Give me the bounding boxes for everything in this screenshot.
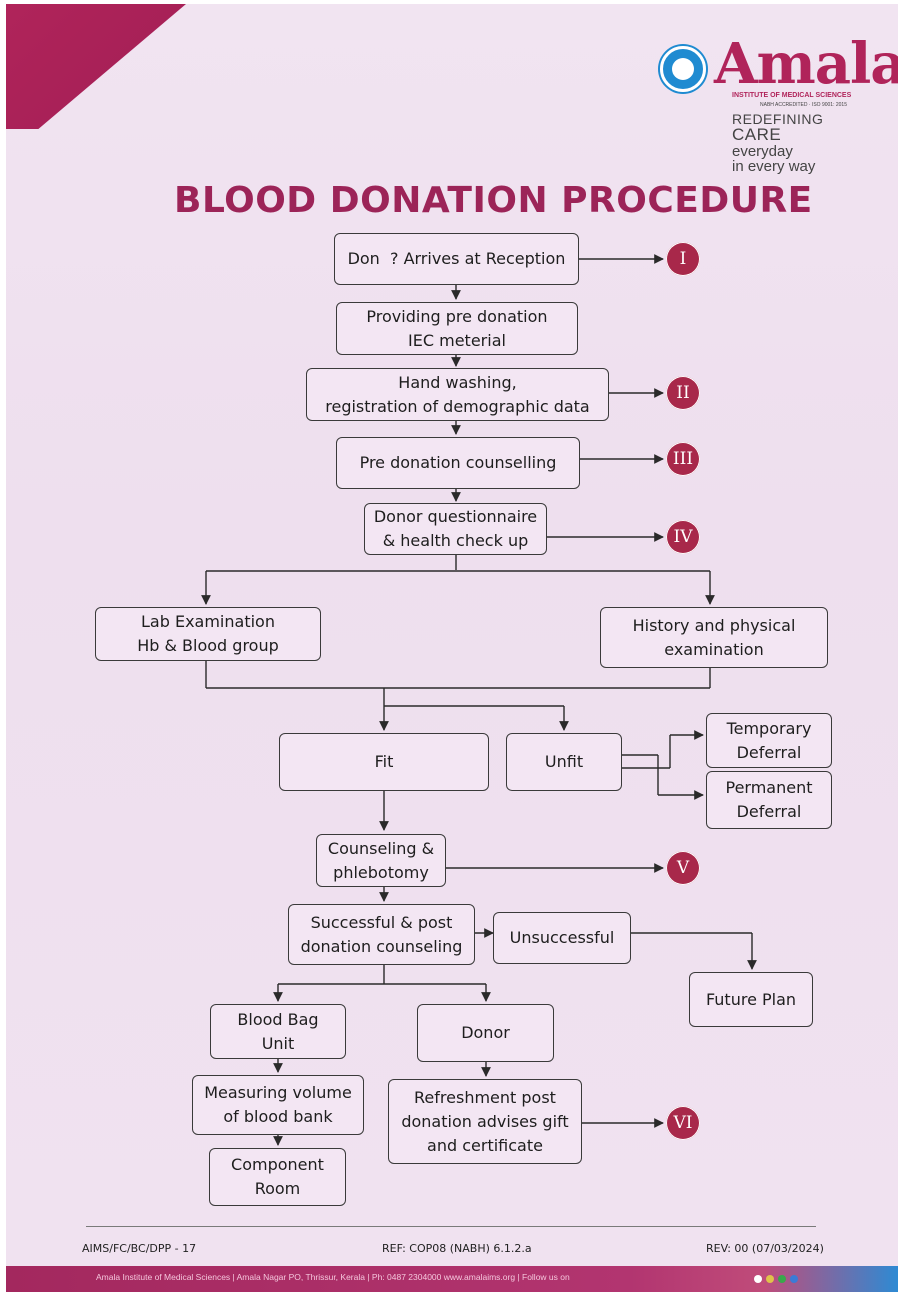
result-fit: Fit xyxy=(279,733,489,791)
badge-iv: IV xyxy=(666,520,700,554)
tagline-line1: REDEFINING xyxy=(732,111,824,127)
revision: REV: 00 (07/03/2024) xyxy=(706,1242,824,1255)
facebook-icon xyxy=(754,1275,762,1283)
contact-address: Amala Institute of Medical Sciences | Am… xyxy=(96,1272,570,1282)
badge-v: V xyxy=(666,851,700,885)
bottom-contact-bar: Amala Institute of Medical Sciences | Am… xyxy=(6,1266,898,1292)
step-measuring-volume: Measuring volume of blood bank xyxy=(192,1075,364,1135)
tagline-line3: everyday xyxy=(732,143,793,160)
step-unsuccessful: Unsuccessful xyxy=(493,912,631,964)
step-donor: Donor xyxy=(417,1004,554,1062)
logo-wordmark: Amala xyxy=(714,31,898,97)
step-donor-questionnaire: Donor questionnaire & health check up xyxy=(364,503,547,555)
poster: Amala INSTITUTE OF MEDICAL SCIENCES NABH… xyxy=(6,4,898,1292)
logo-subtitle: INSTITUTE OF MEDICAL SCIENCES xyxy=(732,92,852,99)
badge-ii: II xyxy=(666,376,700,410)
logo-emblem-icon xyxy=(660,46,706,92)
step-pre-donation-material: Providing pre donation IEC meterial xyxy=(336,302,578,355)
step-donor-arrives: Don ? Arrives at Reception xyxy=(334,233,579,285)
badge-i: I xyxy=(666,242,700,276)
badge-iii: III xyxy=(666,442,700,476)
step-hand-washing: Hand washing, registration of demographi… xyxy=(306,368,609,421)
amala-logo: Amala INSTITUTE OF MEDICAL SCIENCES NABH… xyxy=(660,34,898,184)
document-code: AIMS/FC/BC/DPP - 17 xyxy=(82,1242,197,1255)
flow-connectors xyxy=(201,254,757,1146)
footer-divider xyxy=(86,1226,816,1227)
logo-accreditation: NABH ACCREDITED · ISO 9001: 2015 xyxy=(760,102,847,108)
step-history-physical: History and physical examination xyxy=(600,607,828,668)
permanent-deferral: Permanent Deferral xyxy=(706,771,832,829)
instagram-icon xyxy=(766,1275,774,1283)
temporary-deferral: Temporary Deferral xyxy=(706,713,832,768)
step-pre-donation-counselling: Pre donation counselling xyxy=(336,437,580,489)
tagline-line2: CARE xyxy=(732,125,782,144)
step-successful-post-donation: Successful & post donation counseling xyxy=(288,904,475,965)
badge-vi: VI xyxy=(666,1106,700,1140)
step-refreshment: Refreshment post donation advises gift a… xyxy=(388,1079,582,1164)
youtube-icon xyxy=(778,1275,786,1283)
step-future-plan: Future Plan xyxy=(689,972,813,1027)
tagline-line4: in every way xyxy=(732,158,816,175)
reference: REF: COP08 (NABH) 6.1.2.a xyxy=(382,1242,532,1255)
result-unfit: Unfit xyxy=(506,733,622,791)
twitter-icon xyxy=(790,1275,798,1283)
step-component-room: Component Room xyxy=(209,1148,346,1206)
step-lab-examination: Lab Examination Hb & Blood group xyxy=(95,607,321,661)
step-counseling-phlebotomy: Counseling & phlebotomy xyxy=(316,834,446,887)
page-title: BLOOD DONATION PROCEDURE xyxy=(174,180,813,221)
step-blood-bag-unit: Blood Bag Unit xyxy=(210,1004,346,1059)
